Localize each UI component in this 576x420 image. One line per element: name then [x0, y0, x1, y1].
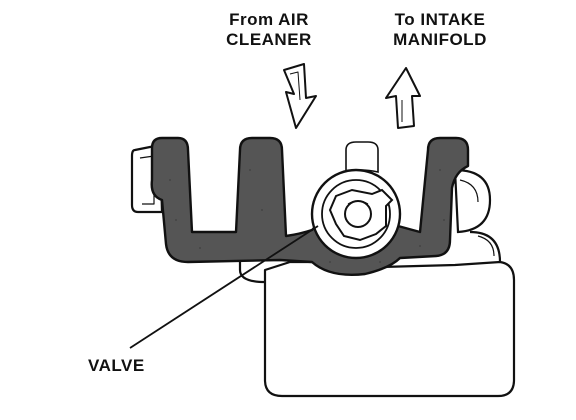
- label-to-line-2: MANIFOLD: [393, 30, 487, 49]
- label-to-intake-manifold: To INTAKE MANIFOLD: [375, 10, 505, 50]
- body-casting-section: [150, 136, 470, 276]
- right-boss: [453, 168, 492, 234]
- valve-assembly: [310, 168, 402, 260]
- arrow-up-icon: [385, 67, 421, 129]
- label-valve: VALVE: [88, 356, 145, 375]
- label-to-line-1: To INTAKE: [394, 10, 486, 29]
- lower-body-block: [238, 230, 516, 398]
- valve-leader-line: [129, 225, 319, 349]
- label-from-line-2: CLEANER: [226, 30, 312, 49]
- label-from-line-1: From AIR: [229, 10, 309, 29]
- label-from-air-cleaner: From AIR CLEANER: [215, 10, 323, 50]
- arrow-down-icon: [283, 63, 317, 129]
